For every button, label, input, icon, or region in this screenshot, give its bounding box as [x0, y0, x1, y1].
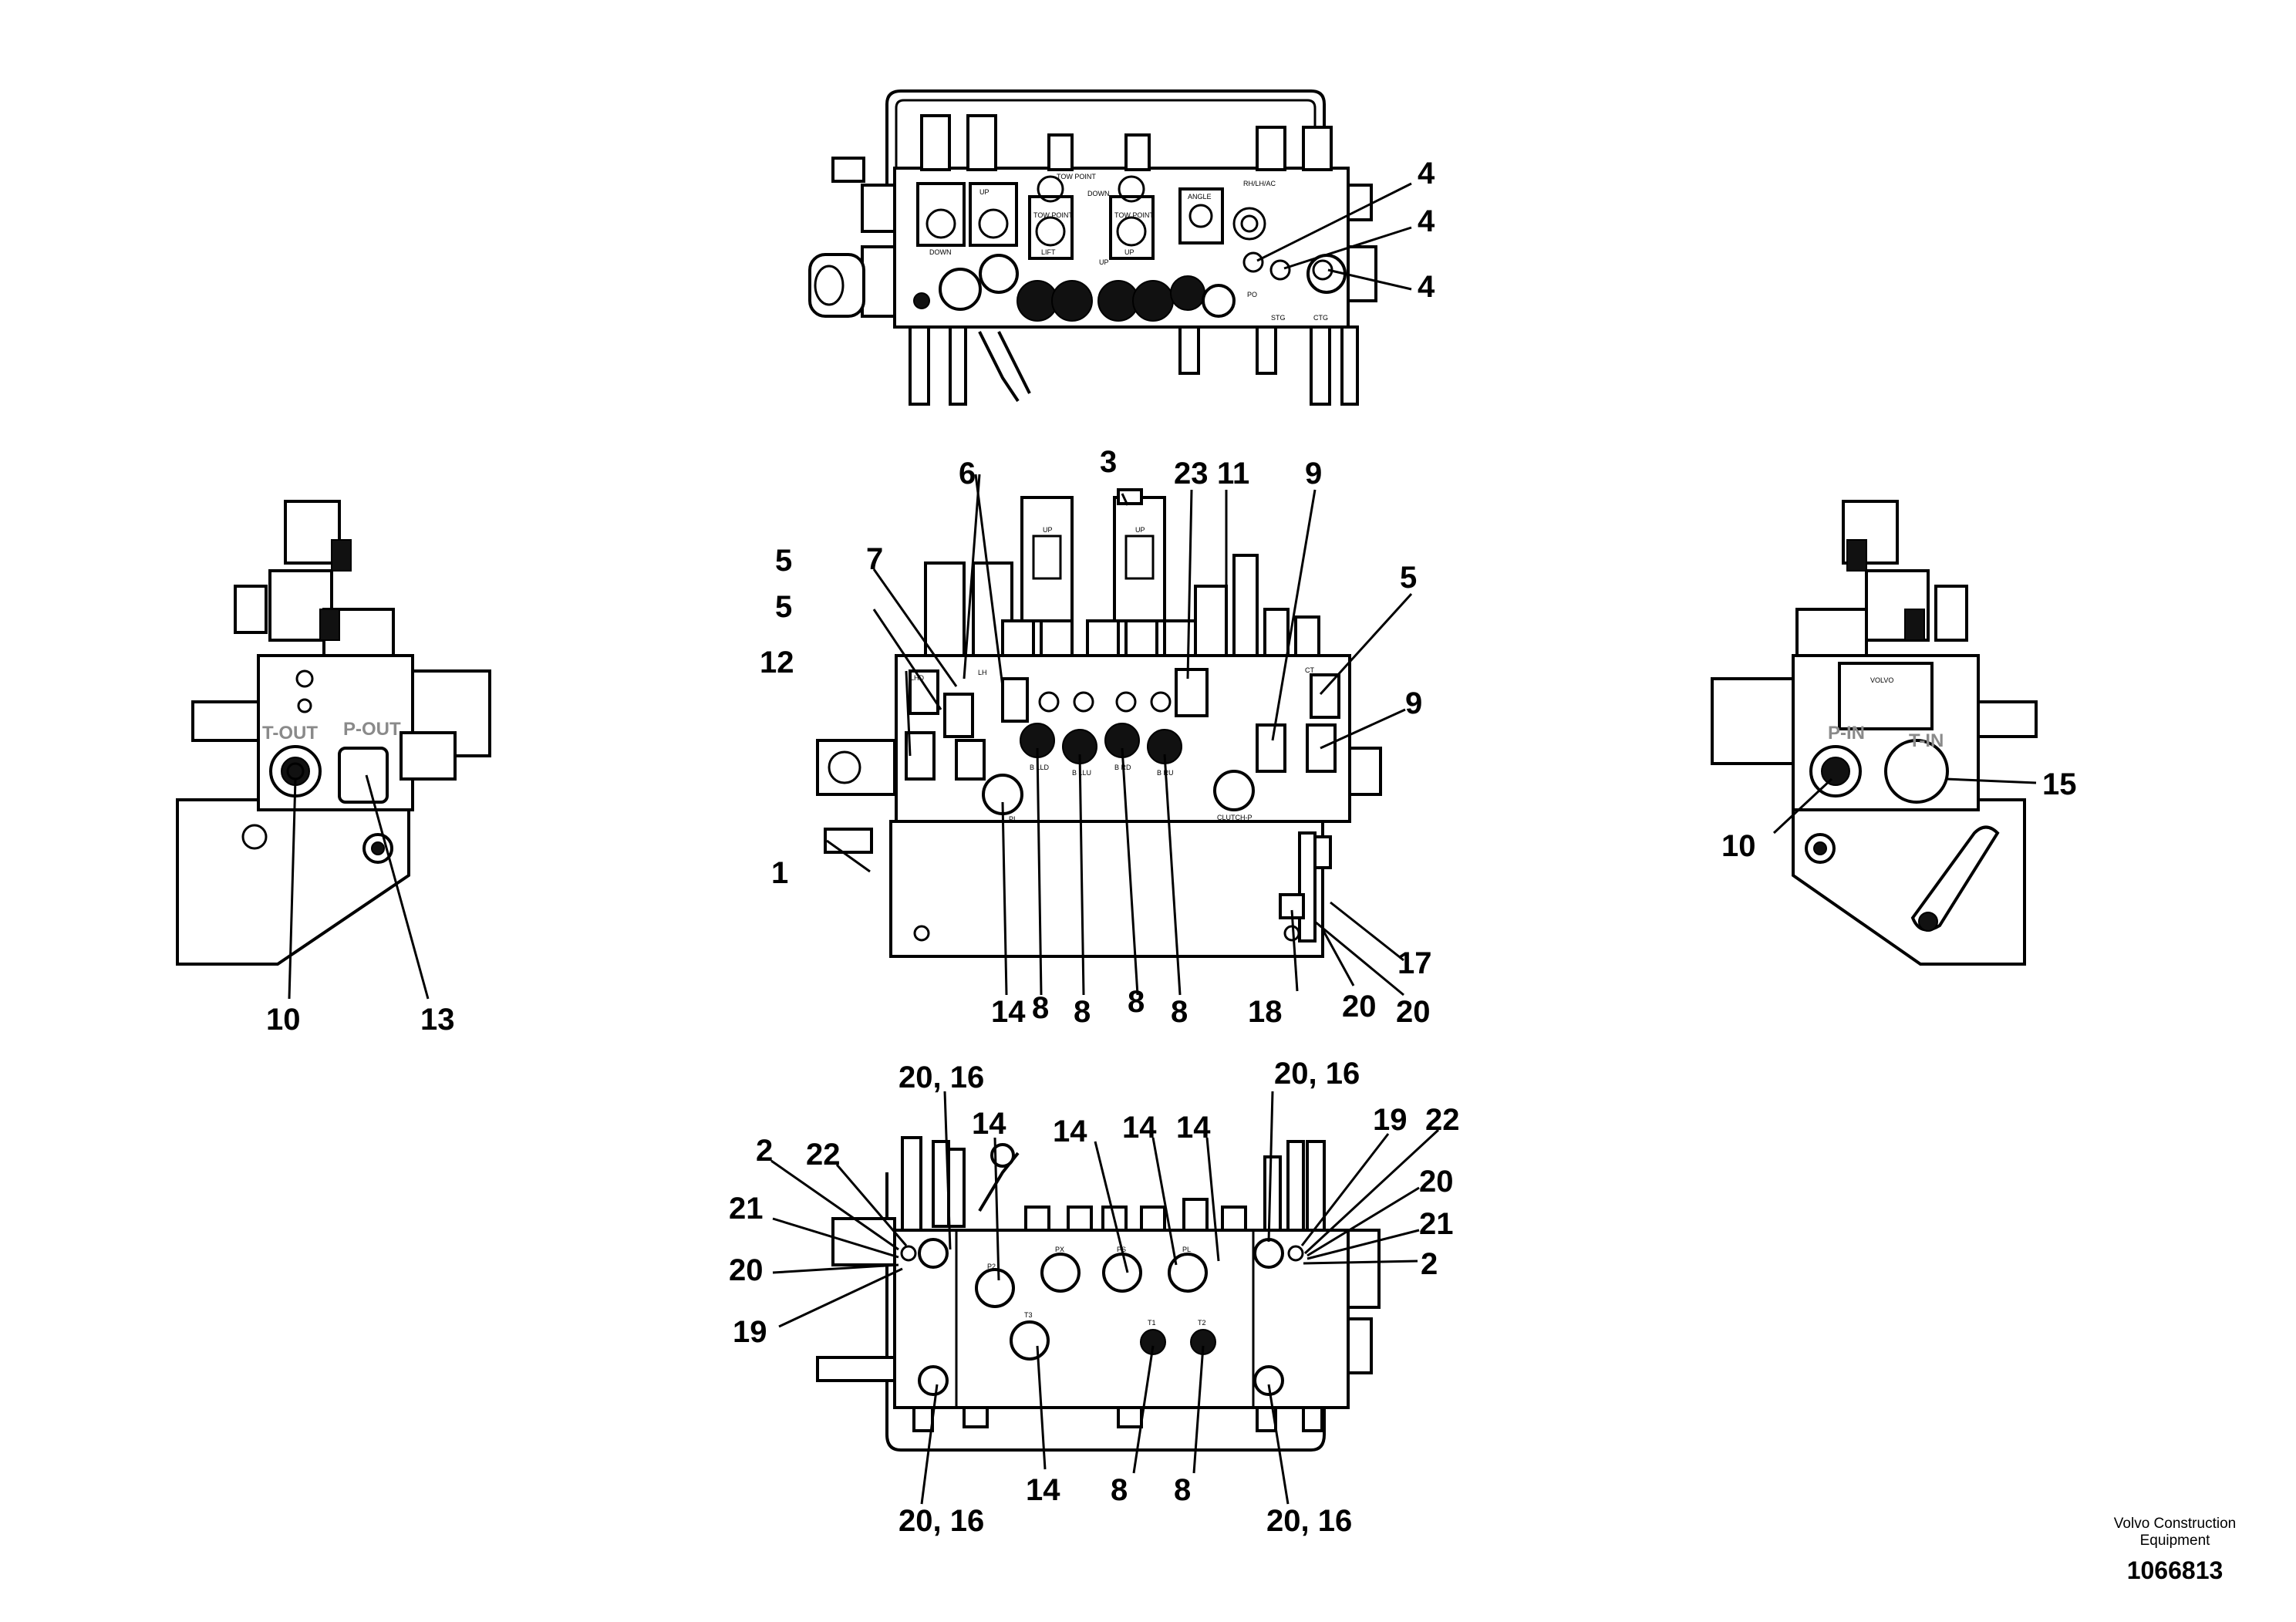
- port-up-b: UP: [1135, 526, 1145, 534]
- callout-20-d: 20: [729, 1253, 764, 1287]
- port-lhd: LHD: [910, 674, 925, 682]
- callout-11: 11: [1217, 457, 1249, 491]
- marking-down-2: DOWN: [929, 248, 952, 256]
- volvo-badge: VOLVO: [1870, 676, 1893, 684]
- callout-17: 17: [1397, 946, 1432, 980]
- callout-20-16-a: 20, 16: [899, 1061, 984, 1094]
- port-p2: P2: [987, 1263, 996, 1270]
- port-t1: T1: [1148, 1319, 1156, 1327]
- callout-20-16-b: 20, 16: [1274, 1057, 1360, 1091]
- callout-20-b: 20: [1396, 995, 1431, 1029]
- marking-rh-lh-ac: RH/LH/AC: [1243, 180, 1276, 187]
- marking-up: UP: [1099, 258, 1109, 266]
- callout-23: 23: [1174, 457, 1209, 491]
- port-t3: T3: [1024, 1311, 1033, 1319]
- callout-9-a: 9: [1305, 457, 1322, 491]
- port-b-lld: B LLD: [1030, 764, 1050, 771]
- callout-9-b: 9: [1405, 686, 1422, 720]
- callout-2-b: 2: [1421, 1247, 1438, 1281]
- marking-lift: LIFT: [1041, 248, 1056, 256]
- callout-3: 3: [1100, 445, 1117, 479]
- port-p-in: P-IN: [1828, 723, 1865, 744]
- callout-14-a: 14: [972, 1107, 1006, 1141]
- callout-5-b: 5: [775, 590, 792, 624]
- port-clutch-p: CLUTCH-P: [1217, 814, 1253, 821]
- marking-up-2: UP: [1124, 248, 1135, 256]
- callout-10-left: 10: [266, 1003, 301, 1037]
- callout-4-a: 4: [1418, 157, 1435, 191]
- callout-5-a: 5: [775, 544, 792, 578]
- callout-4-c: 4: [1418, 270, 1435, 304]
- port-b-llu: B LLU: [1072, 769, 1091, 777]
- callout-8-e: 8: [1111, 1473, 1128, 1507]
- callout-19-a: 19: [1373, 1103, 1408, 1137]
- callout-20-16-c: 20, 16: [899, 1504, 984, 1538]
- front-view: LHD LH B LLD B LLU B RD B RU PI CLUTCH-P…: [760, 445, 1432, 1029]
- callout-14-e: 14: [1026, 1473, 1060, 1507]
- callout-8-b: 8: [1074, 995, 1091, 1029]
- marking-tow-point-2: TOW POINT: [1033, 211, 1073, 219]
- callout-12: 12: [760, 646, 794, 679]
- callout-22-a: 22: [806, 1138, 841, 1172]
- credit-company: Volvo Construction Equipment: [2113, 1516, 2237, 1549]
- port-px: PX: [1055, 1246, 1064, 1253]
- callout-14-b: 14: [1053, 1114, 1087, 1148]
- callout-20-a: 20: [1342, 990, 1377, 1023]
- port-t-in: T-IN: [1909, 730, 1944, 751]
- port-pl: PL: [1182, 1246, 1191, 1253]
- callout-2-a: 2: [756, 1134, 773, 1168]
- port-pi: PI: [1009, 815, 1016, 823]
- marking-down: DOWN: [1087, 190, 1110, 197]
- callout-13: 13: [420, 1003, 455, 1037]
- port-t2: T2: [1198, 1319, 1206, 1327]
- callout-19-b: 19: [733, 1315, 767, 1349]
- callout-20-16-d: 20, 16: [1266, 1504, 1352, 1538]
- marking-up-3: UP: [979, 188, 990, 196]
- port-ctg: CTG: [1313, 314, 1328, 322]
- port-po: PO: [1247, 291, 1257, 298]
- callout-20-c: 20: [1419, 1165, 1454, 1199]
- port-lh: LH: [978, 669, 987, 676]
- marking-tow-point: TOW POINT: [1057, 173, 1096, 180]
- callout-22-b: 22: [1425, 1103, 1460, 1137]
- callout-8-c: 8: [1128, 985, 1145, 1019]
- callout-10-right: 10: [1721, 829, 1756, 863]
- left-side-view: T-OUT P-OUT 10 13: [176, 500, 491, 1037]
- port-t-out: T-OUT: [262, 723, 318, 744]
- port-stg: STG: [1271, 314, 1286, 322]
- callout-14-d: 14: [1176, 1111, 1211, 1145]
- marking-angle: ANGLE: [1188, 193, 1212, 201]
- callout-21-b: 21: [1419, 1207, 1454, 1241]
- right-side-view: VOLVO P-IN T-IN 15 10: [1711, 500, 2077, 966]
- port-p-out: P-OUT: [343, 719, 401, 740]
- bottom-view: P2 T3 PX PS PL T1 T2 20, 16: [729, 1057, 1460, 1538]
- port-up-a: UP: [1043, 526, 1053, 534]
- callout-8-d: 8: [1171, 995, 1188, 1029]
- drawing-number: 1066813: [2126, 1556, 2224, 1584]
- callout-8-f: 8: [1174, 1473, 1191, 1507]
- callout-7: 7: [866, 542, 883, 576]
- callout-5-c: 5: [1400, 561, 1417, 595]
- port-ct: CT: [1305, 666, 1314, 674]
- callout-1: 1: [771, 856, 788, 890]
- marking-tow-point-3: TOW POINT: [1114, 211, 1154, 219]
- callout-18: 18: [1248, 995, 1283, 1029]
- callout-15: 15: [2042, 767, 2077, 801]
- callout-14-c: 14: [1122, 1111, 1157, 1145]
- callout-14-front: 14: [991, 995, 1026, 1029]
- top-view: TOW POINT DOWN UP RH/LH/AC TOW POINT LIF…: [808, 89, 1435, 406]
- callout-6: 6: [959, 457, 976, 491]
- callout-8-a: 8: [1032, 991, 1049, 1025]
- callout-21-a: 21: [729, 1192, 764, 1226]
- callout-4-b: 4: [1418, 204, 1435, 238]
